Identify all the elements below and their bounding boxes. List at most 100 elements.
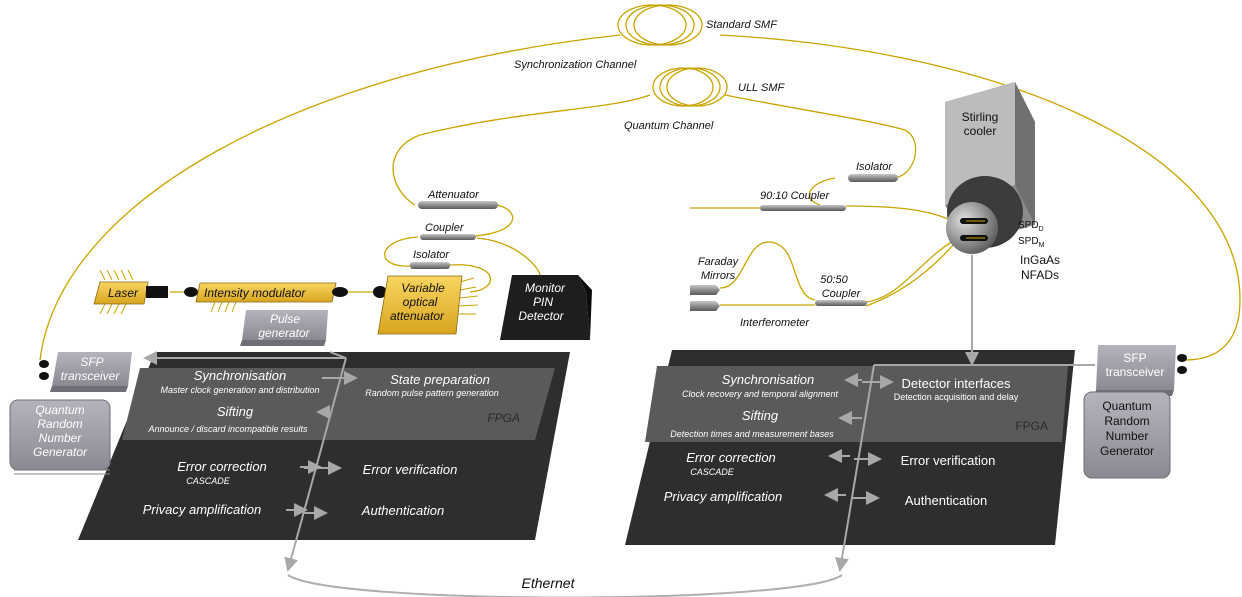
alice-state-sub: Random pulse pattern generation — [365, 388, 499, 398]
spd-d-label: SPD — [1018, 220, 1039, 231]
spd-m-label: SPD — [1018, 236, 1039, 247]
stirling-label-1: Stirling — [962, 110, 999, 124]
bob-fpga-label: FPGA — [1015, 419, 1048, 433]
faraday-label-1: Faraday — [698, 256, 740, 268]
alice-fpga-label: FPGA — [487, 411, 520, 425]
ull-smf-spool — [652, 67, 728, 107]
variable-optical-attenuator: Variable optical attenuator — [373, 275, 479, 335]
alice-isolator — [410, 262, 450, 269]
laser-label: Laser — [108, 286, 139, 300]
alice-sync-sub: Master clock generation and distribution — [160, 385, 319, 395]
alice-coupler — [420, 234, 476, 240]
alice-qrng-label-2: Random — [37, 417, 82, 431]
alice-sift-sub: Announce / discard incompatible results — [147, 424, 308, 434]
pulse-gen-label-1: Pulse — [270, 312, 300, 326]
bob-sift-sub: Detection times and measurement bases — [670, 429, 834, 439]
laser-module: Laser — [93, 269, 168, 315]
bob-qrng: Quantum Random Number Generator — [1083, 391, 1171, 479]
standard-smf-label: Standard SMF — [706, 19, 778, 31]
bob-optics: Stirling cooler SPDD SPDM InGaAs NFADs I… — [690, 82, 1187, 479]
alice-fpga-text: Synchronisation Master clock generation … — [143, 368, 520, 518]
alice-coupler-label: Coupler — [425, 222, 465, 234]
monitor-pin-detector: Monitor PIN Detector — [500, 275, 592, 340]
bob-sync-title: Synchronisation — [722, 372, 815, 387]
sync-channel-label: Synchronization Channel — [514, 59, 637, 71]
bob-authentication: Authentication — [905, 493, 987, 508]
coupler-5050-label-1: 50:50 — [820, 274, 848, 286]
svg-text:SPDM: SPDM — [1018, 236, 1045, 249]
alice-sync-title: Synchronisation — [194, 368, 287, 383]
coupler-5050-label-2: Coupler — [822, 288, 862, 300]
alice-arrows — [143, 351, 358, 572]
bob-qrng-label-1: Quantum — [1102, 399, 1151, 413]
bob-sift-title: Sifting — [742, 408, 779, 423]
interferometer-label: Interferometer — [740, 317, 810, 329]
spd-m-sub: M — [1039, 242, 1045, 249]
nfad-housing — [946, 202, 998, 254]
nfads-label-2: NFADs — [1021, 268, 1059, 282]
bob-qrng-label-2: Random — [1104, 414, 1149, 428]
pulse-generator: Pulse generator — [240, 310, 328, 346]
alice-qrng-label-3: Number — [39, 431, 83, 445]
quantum-channel-fiber — [392, 94, 651, 206]
intensity-modulator: Intensity modulator — [184, 282, 348, 313]
spd-d-sub: D — [1039, 226, 1044, 233]
alice-qrng: Quantum Random Number Generator — [9, 399, 111, 475]
monitor-label-3: Detector — [518, 309, 564, 323]
stirling-label-2: cooler — [964, 124, 997, 138]
alice-qrng-label-4: Generator — [33, 445, 88, 459]
nfads-label-1: InGaAs — [1020, 253, 1060, 267]
alice-authentication: Authentication — [361, 503, 444, 518]
bob-det-title: Detector interfaces — [901, 376, 1011, 391]
alice-optics: Attenuator Coupler Isolator Laser — [9, 189, 592, 475]
coupler-5050 — [815, 300, 867, 306]
bob-arrows — [824, 255, 1095, 572]
voa-label-1: Variable — [401, 281, 445, 295]
bob-qrng-label-4: Generator — [1100, 444, 1154, 458]
alice-error-correction: Error correction — [177, 459, 267, 474]
alice-board — [78, 352, 570, 540]
monitor-label-2: PIN — [533, 295, 553, 309]
voa-label-2: optical — [403, 295, 438, 309]
bob-sfp-transceiver: SFP transceiver — [1094, 345, 1187, 396]
bob-sync-sub: Clock recovery and temporal alignment — [682, 389, 839, 399]
alice-attenuator-label: Attenuator — [427, 189, 480, 201]
ull-smf-label: ULL SMF — [738, 82, 786, 94]
faraday-mirrors — [690, 285, 720, 311]
svg-text:SPDD: SPDD — [1018, 220, 1044, 233]
bob-sfp-label-1: SFP — [1123, 351, 1146, 365]
ethernet-label: Ethernet — [522, 575, 576, 591]
alice-privacy: Privacy amplification — [143, 502, 262, 517]
coupler-9010-label: 90:10 Coupler — [760, 190, 830, 202]
alice-attenuator — [418, 201, 498, 209]
alice-error-verification: Error verification — [363, 462, 458, 477]
alice-sfp-transceiver: SFP transceiver — [39, 352, 132, 392]
pulse-gen-label-2: generator — [258, 326, 310, 340]
bob-cascade: CASCADE — [690, 467, 735, 477]
alice-qrng-label-1: Quantum — [35, 403, 84, 417]
bob-fpga-text: Synchronisation Clock recovery and tempo… — [664, 372, 1048, 508]
alice-isolator-label: Isolator — [413, 249, 450, 261]
faraday-label-2: Mirrors — [701, 270, 736, 282]
intensity-modulator-label: Intensity modulator — [204, 286, 306, 300]
sync-channel-fiber — [39, 34, 621, 361]
standard-smf-spool — [617, 4, 703, 46]
bob-det-sub: Detection acquisition and delay — [894, 392, 1019, 402]
fibers — [39, 4, 1241, 361]
bob-board — [625, 350, 1075, 545]
bob-error-verification: Error verification — [901, 453, 996, 468]
quantum-channel-label: Quantum Channel — [624, 120, 714, 132]
alice-sift-title: Sifting — [217, 404, 254, 419]
bob-isolator-label: Isolator — [856, 161, 893, 173]
bob-error-correction: Error correction — [686, 450, 776, 465]
bob-sfp-label-2: transceiver — [1106, 365, 1165, 379]
alice-sfp-label-2: transceiver — [61, 369, 121, 383]
stirling-cooler: Stirling cooler — [945, 82, 1035, 254]
ethernet-link: Ethernet — [287, 574, 843, 597]
alice-state-title: State preparation — [390, 372, 490, 387]
coupler-9010 — [760, 205, 846, 211]
alice-sfp-label-1: SFP — [80, 355, 103, 369]
bob-privacy: Privacy amplification — [664, 489, 783, 504]
bob-qrng-label-3: Number — [1106, 429, 1149, 443]
voa-label-3: attenuator — [390, 309, 445, 323]
